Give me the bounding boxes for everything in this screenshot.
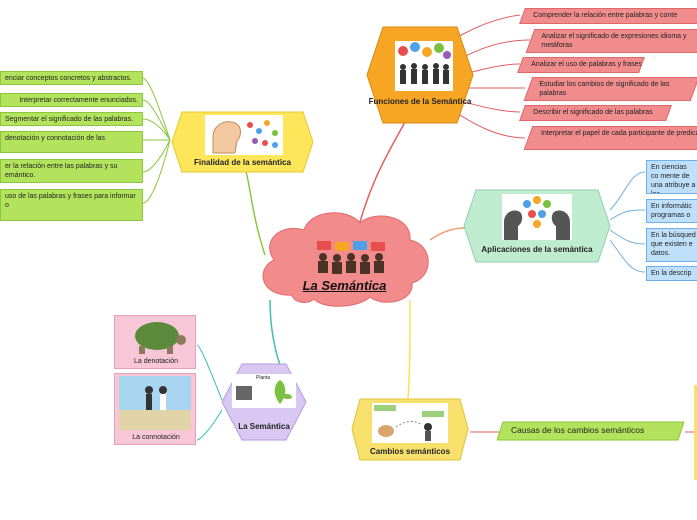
central-cloud[interactable]: La Semántica bbox=[252, 205, 437, 310]
denotacion-label: La denotación bbox=[134, 358, 178, 365]
aplicaciones-item-2[interactable]: En informátic programas o bbox=[646, 199, 697, 223]
cambios-illustration-image bbox=[372, 403, 448, 443]
causas-child-edge bbox=[694, 385, 697, 480]
funciones-item-3[interactable]: Analizar el uso de palabras y frases bbox=[517, 57, 645, 73]
finalidad-item-1[interactable]: enciar conceptos concretos y abstractos. bbox=[0, 71, 143, 85]
aplicaciones-title: Aplicaciones de la semántica bbox=[481, 245, 593, 254]
semantica-image-caption: Planta bbox=[256, 375, 271, 381]
aplicaciones-item-4[interactable]: En la descrip bbox=[646, 266, 697, 281]
turtle-image bbox=[121, 318, 191, 356]
funciones-item-5[interactable]: Describir el significado de las palabras bbox=[519, 105, 672, 121]
semantica-node-title: La Semántica bbox=[238, 422, 290, 431]
funciones-item-1[interactable]: Comprender la relación entre palabras y … bbox=[519, 8, 697, 24]
connotacion-label: La connotación bbox=[132, 434, 180, 441]
aplicaciones-item-3[interactable]: En la búsqued que existen e datos. bbox=[646, 228, 697, 262]
finalidad-title: Finalidad de la semántica bbox=[194, 158, 291, 167]
head-speech-image bbox=[205, 115, 283, 155]
funciones-item-2[interactable]: Analizar el significado de expresiones i… bbox=[525, 29, 697, 53]
aplicaciones-item-1[interactable]: En ciencias co mente de una atribuye a l… bbox=[646, 160, 697, 194]
connotacion-card[interactable]: La connotación bbox=[114, 373, 196, 445]
funciones-item-6[interactable]: Interpretar el papel de cada participant… bbox=[523, 126, 697, 150]
central-title: La Semántica bbox=[302, 278, 387, 293]
causas-cambios-item[interactable]: Causas de los cambios semánticos bbox=[496, 421, 685, 441]
funciones-title: Funciones de la Semántica bbox=[368, 97, 472, 106]
funciones-node[interactable]: Funciones de la Semántica bbox=[365, 25, 475, 125]
semantica-node[interactable]: Planta La Semántica bbox=[220, 362, 308, 442]
cambios-title: Cambios semánticos bbox=[369, 447, 451, 456]
finalidad-item-5[interactable]: er la relación entre las palabras y su e… bbox=[0, 159, 143, 183]
two-heads-icons-image bbox=[502, 194, 572, 240]
finalidad-item-2[interactable]: Interpretar correctamente enunciados. bbox=[0, 93, 143, 107]
finalidad-item-3[interactable]: Segmentar el significado de las palabras… bbox=[0, 112, 143, 126]
finalidad-node[interactable]: Finalidad de la semántica bbox=[170, 110, 315, 174]
causas-shape-icon bbox=[496, 421, 685, 441]
plant-image bbox=[232, 374, 296, 408]
aplicaciones-node[interactable]: Aplicaciones de la semántica bbox=[462, 188, 612, 264]
couple-running-image bbox=[119, 376, 191, 430]
funciones-item-4[interactable]: Estudiar los cambios de significado de l… bbox=[523, 77, 697, 101]
finalidad-item-6[interactable]: uso de las palabras y frases para inform… bbox=[0, 189, 143, 221]
people-talking-image bbox=[315, 241, 391, 275]
cambios-node[interactable]: Cambios semánticos bbox=[350, 397, 470, 462]
speech-bubbles-people-image bbox=[395, 41, 453, 91]
denotacion-card[interactable]: La denotación bbox=[114, 315, 196, 369]
causas-label: Causas de los cambios semánticos bbox=[511, 425, 645, 435]
finalidad-item-4[interactable]: denotación y connotación de las bbox=[0, 131, 143, 153]
